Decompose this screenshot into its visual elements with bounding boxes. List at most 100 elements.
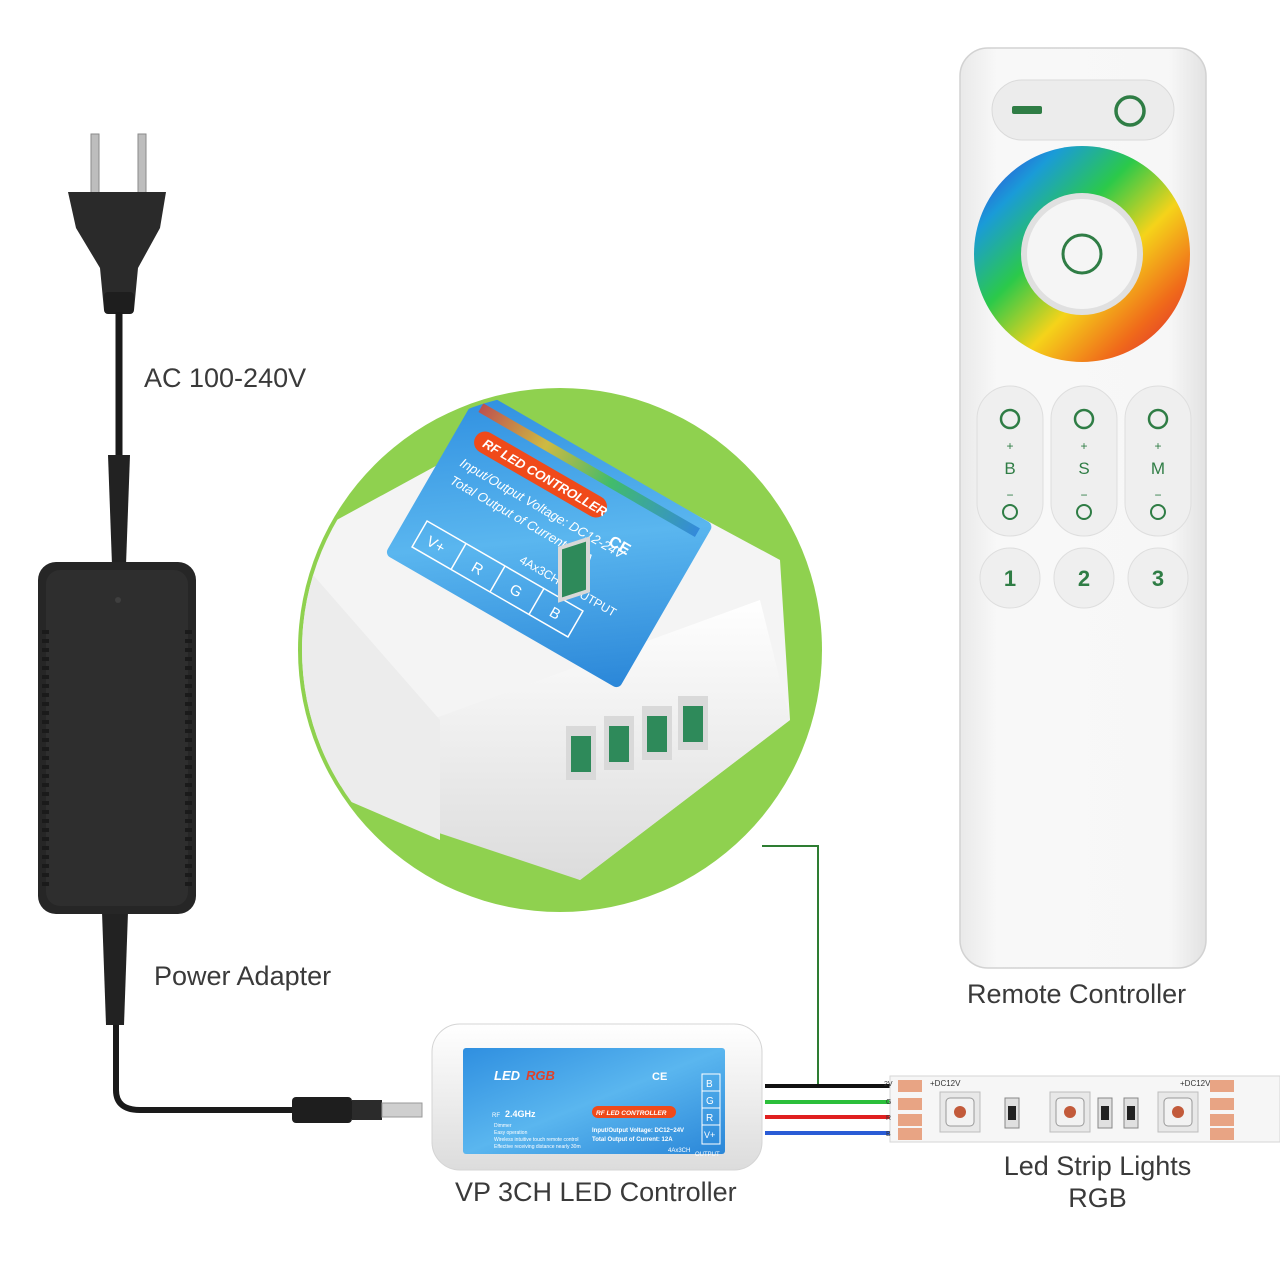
svg-text:Total Output of Current: 12A: Total Output of Current: 12A (592, 1137, 673, 1143)
adapter-rib (185, 837, 192, 841)
zoom-port-1 (566, 726, 596, 780)
adapter-rib (42, 792, 49, 796)
adapter-rib (42, 810, 49, 814)
svg-text:OUTPUT: OUTPUT (695, 1152, 720, 1158)
svg-text:Input/Output Voltage: DC12~24V: Input/Output Voltage: DC12~24V (592, 1128, 684, 1134)
controller-brand-led: LED (494, 1068, 521, 1083)
sun-icon (999, 408, 1021, 430)
strip-voltage-label: +DC12V (930, 1079, 961, 1088)
adapter-rib (42, 747, 49, 751)
zone-button-1[interactable]: 1 (979, 547, 1041, 609)
group-letter: M (1151, 459, 1165, 478)
strip-led-5050 (939, 1091, 981, 1133)
strip-resistor (1123, 1097, 1139, 1129)
minus-label: − (1006, 488, 1013, 502)
minus-label: − (1154, 488, 1161, 502)
svg-text:4Ax3CH: 4Ax3CH (668, 1148, 690, 1154)
adapter-rib (185, 693, 192, 697)
remote-group-b[interactable]: +B− (976, 385, 1044, 537)
adapter-rib (42, 702, 49, 706)
led-strip-label-line2: RGB (1068, 1183, 1127, 1214)
strip-resistor (1097, 1097, 1113, 1129)
plug-prong-right (137, 133, 147, 197)
adapter-rib (42, 819, 49, 823)
zoom-port-4 (678, 696, 708, 750)
adapter-rib (185, 702, 192, 706)
adapter-rib (42, 846, 49, 850)
led-controller-label: VP 3CH LED Controller (455, 1177, 737, 1207)
strip-voltage-label-2: +DC12V (1180, 1079, 1211, 1088)
controller-rf: RF (492, 1113, 500, 1119)
adapter-rib (42, 729, 49, 733)
adapter-rib (185, 828, 192, 832)
adapter-rib (42, 639, 49, 643)
adapter-rib (42, 756, 49, 760)
plus-label: + (1154, 439, 1161, 453)
adapter-rib (185, 855, 192, 859)
adapter-rib (185, 639, 192, 643)
controller-zoom-view: RF LED CONTROLLER Input/Output Voltage: … (302, 392, 790, 880)
strip-pin-2v: 2V (884, 1081, 893, 1088)
strip-copper-pads-left (898, 1080, 922, 1140)
adapter-rib (185, 729, 192, 733)
adapter-strain-top (108, 455, 130, 565)
adapter-rib (42, 882, 49, 886)
adapter-rib (185, 783, 192, 787)
adapter-rib (185, 666, 192, 670)
adapter-rib (185, 765, 192, 769)
power-off-button[interactable] (1012, 106, 1042, 114)
zone-number: 3 (1152, 566, 1164, 591)
adapter-rib (42, 774, 49, 778)
adapter-rib (42, 801, 49, 805)
adapter-rib (185, 801, 192, 805)
adapter-rib (42, 855, 49, 859)
svg-text:G: G (706, 1096, 714, 1107)
strip-pin-b: B (886, 1131, 891, 1138)
adapter-rib (42, 864, 49, 868)
controller-title: RF LED CONTROLLER (596, 1110, 667, 1117)
adapter-rib (185, 873, 192, 877)
power-adapter-label: Power Adapter (154, 961, 332, 991)
adapter-strain-bottom (102, 912, 128, 1025)
led-strip-label: Led Strip Lights RGB (970, 1150, 1225, 1215)
remote-controller-label: Remote Controller (967, 979, 1187, 1009)
plug-body (68, 192, 166, 310)
plus-label: + (1006, 439, 1013, 453)
sun-icon-small (1002, 504, 1018, 520)
zone-number: 2 (1078, 566, 1090, 591)
controller-terminal-labels: B G R V+ (701, 1073, 721, 1145)
group-letter: S (1078, 459, 1089, 478)
wheel-center-button[interactable] (1061, 233, 1103, 275)
adapter-rib (185, 648, 192, 652)
mode-icon (1147, 408, 1169, 430)
zone-button-2[interactable]: 2 (1053, 547, 1115, 609)
remote-group-m[interactable]: + M − (1124, 385, 1192, 537)
zoom-port-2 (604, 716, 634, 770)
dc-jack (292, 1097, 423, 1123)
adapter-rib (185, 774, 192, 778)
adapter-rib (185, 882, 192, 886)
svg-text:R: R (706, 1113, 713, 1124)
remote-group-s[interactable]: +S− (1050, 385, 1118, 537)
strip-pin-r: R (886, 1115, 891, 1122)
zoom-terminal-ports (558, 536, 590, 603)
controller-freq: 2.4GHz (505, 1109, 536, 1119)
power-adapter (38, 562, 196, 914)
plus-label: + (1080, 439, 1087, 453)
zoom-label-panel (386, 392, 712, 688)
dc-cable (113, 1020, 300, 1113)
controller-brand-rgb: RGB (526, 1068, 555, 1083)
ac-plug (68, 133, 166, 314)
power-on-button[interactable] (1114, 95, 1146, 127)
adapter-rib (42, 711, 49, 715)
led-controller: LED RGB RF 2.4GHz Dimmer Easy operation … (431, 1023, 763, 1171)
zone-button-3[interactable]: 3 (1127, 547, 1189, 609)
svg-text:V+: V+ (704, 1130, 715, 1140)
adapter-rib (185, 810, 192, 814)
adapter-rib (185, 630, 192, 634)
strip-pin-g: G (886, 1099, 891, 1106)
zoom-port-3 (642, 706, 672, 760)
adapter-rib (185, 846, 192, 850)
